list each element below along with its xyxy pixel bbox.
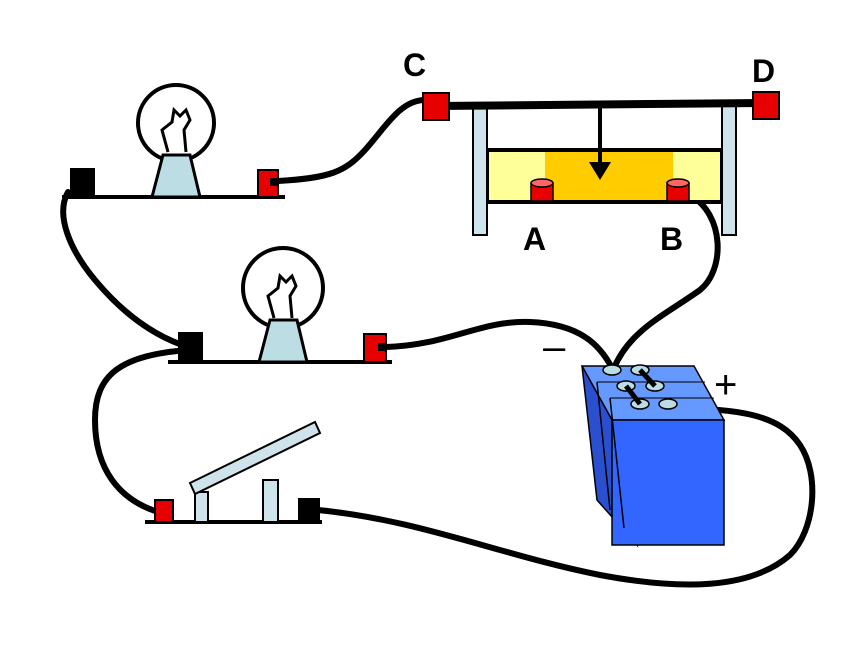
light-bulb-icon <box>168 246 392 364</box>
battery-icon <box>580 364 726 548</box>
rheostat-rail <box>434 99 766 110</box>
battery-plus-sign: + <box>714 363 737 407</box>
wire-bulb2-left-to-switch <box>92 347 191 515</box>
wire-b-to-battery <box>611 192 721 371</box>
wire-bulb2-right-to-battery-minus <box>383 318 615 371</box>
rheostat-support-left <box>472 104 488 236</box>
terminal-black <box>178 332 203 362</box>
terminal-c <box>422 92 450 121</box>
terminal-a <box>530 178 554 202</box>
label-a: A <box>523 221 546 257</box>
terminal-black <box>70 168 95 197</box>
wires <box>60 97 816 588</box>
sliding-rheostat-icon <box>422 91 780 236</box>
rheostat-slider-zone <box>545 150 673 202</box>
label-b: B <box>660 221 683 257</box>
terminal-black <box>298 498 320 522</box>
terminal-red <box>154 499 174 523</box>
terminal-d <box>752 91 780 120</box>
terminal-b <box>666 178 690 202</box>
wire-bulb1-to-c <box>275 97 428 184</box>
rheostat-support-right <box>721 104 737 236</box>
battery-minus-sign: – <box>543 325 566 369</box>
light-bulb-icon <box>62 83 285 199</box>
battery-front <box>611 419 725 546</box>
knife-switch-icon <box>145 420 322 524</box>
wire-battery-plus-to-switch <box>315 405 816 588</box>
slider-arrow-icon <box>589 162 611 180</box>
wire-bulb1-left-to-bulb2-left <box>60 189 191 350</box>
label-c: C <box>403 47 426 83</box>
label-d: D <box>752 53 775 89</box>
